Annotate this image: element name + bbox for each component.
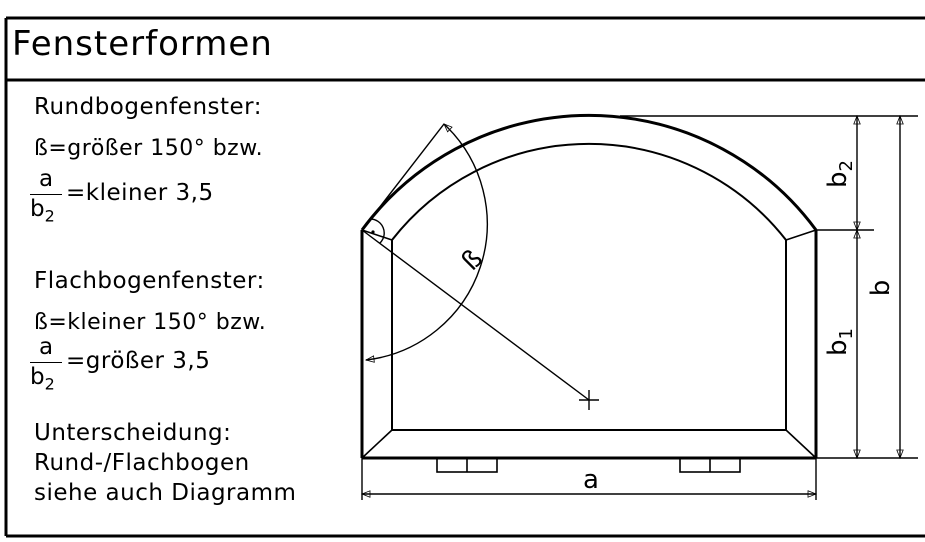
rund-frac-den-sub: 2: [44, 206, 55, 226]
rund-rule: ß=größer 150° bzw.: [34, 136, 264, 161]
flach-frac-rest: =größer 3,5: [66, 348, 211, 374]
page-title: Fensterformen: [12, 24, 273, 64]
flach-frac-num: a: [38, 334, 54, 360]
fraction-bar: [30, 362, 62, 363]
rund-frac-den: b: [30, 196, 45, 222]
rund-fraction: a b2 =kleiner 3,5: [30, 166, 290, 226]
fraction-bar: [30, 194, 62, 195]
beta-construction: [361, 123, 599, 410]
dimension-a: [360, 458, 818, 500]
flach-heading: Flachbogenfenster:: [34, 268, 265, 294]
rund-frac-num: a: [38, 166, 54, 192]
note-line-2: Rund-/Flachbogen: [34, 450, 250, 476]
rund-frac-rest: =kleiner 3,5: [66, 180, 214, 206]
label-b: b: [866, 280, 896, 297]
note-line-3: siehe auch Diagramm: [34, 480, 297, 506]
flach-frac-den: b: [30, 364, 45, 390]
window-feet: [436, 457, 741, 473]
flach-fraction: a b2 =größer 3,5: [30, 334, 290, 394]
note-line-1: Unterscheidung:: [34, 420, 232, 446]
flach-rule: ß=kleiner 150° bzw.: [34, 310, 267, 335]
dimension-b: [620, 114, 918, 460]
label-b2: b2: [823, 160, 857, 188]
rund-heading: Rundbogenfenster:: [34, 94, 262, 120]
flach-frac-den-sub: 2: [44, 374, 55, 394]
label-a: a: [583, 465, 599, 495]
beta-label: ß: [456, 244, 489, 277]
label-b1: b1: [823, 328, 857, 356]
